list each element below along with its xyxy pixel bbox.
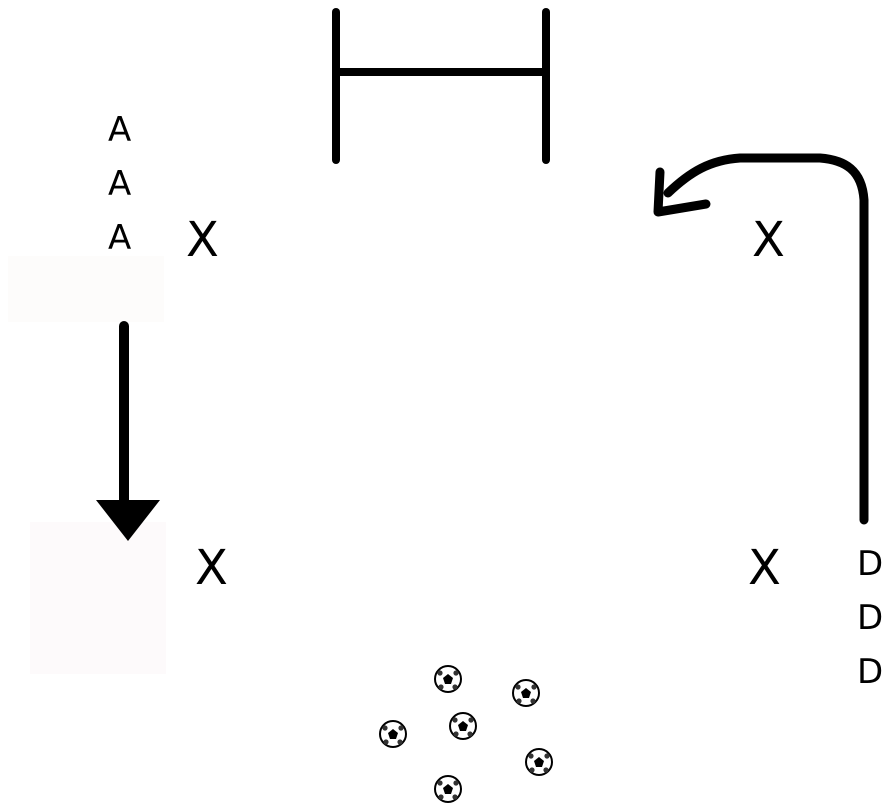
- curved-arrow-icon: [653, 153, 869, 525]
- defender-3: D: [857, 652, 884, 692]
- defender-2: D: [857, 598, 884, 638]
- attacker-3: A: [108, 218, 132, 258]
- soccer-ball-icon: [379, 720, 407, 748]
- down-arrow-icon: [96, 321, 160, 541]
- background-patch-lower: [30, 522, 166, 674]
- marker-bottom-right: X: [748, 540, 781, 596]
- goal-icon: [332, 8, 550, 164]
- marker-top-left: X: [186, 212, 219, 268]
- marker-top-right: X: [752, 212, 785, 268]
- soccer-ball-icon: [525, 748, 553, 776]
- down-arrow-head: [96, 500, 160, 541]
- attacker-2: A: [108, 164, 132, 204]
- soccer-ball-icon: [449, 712, 477, 740]
- defender-1: D: [857, 544, 884, 584]
- soccer-ball-icon: [434, 665, 462, 693]
- soccer-ball-icon: [434, 775, 462, 803]
- marker-bottom-left: X: [195, 540, 228, 596]
- ball-pile: [379, 665, 553, 803]
- background-patch-upper: [8, 256, 164, 322]
- attacker-1: A: [108, 110, 132, 150]
- curved-arrow-path: [663, 153, 869, 525]
- soccer-ball-icon: [512, 679, 540, 707]
- curved-arrow-head: [653, 167, 711, 217]
